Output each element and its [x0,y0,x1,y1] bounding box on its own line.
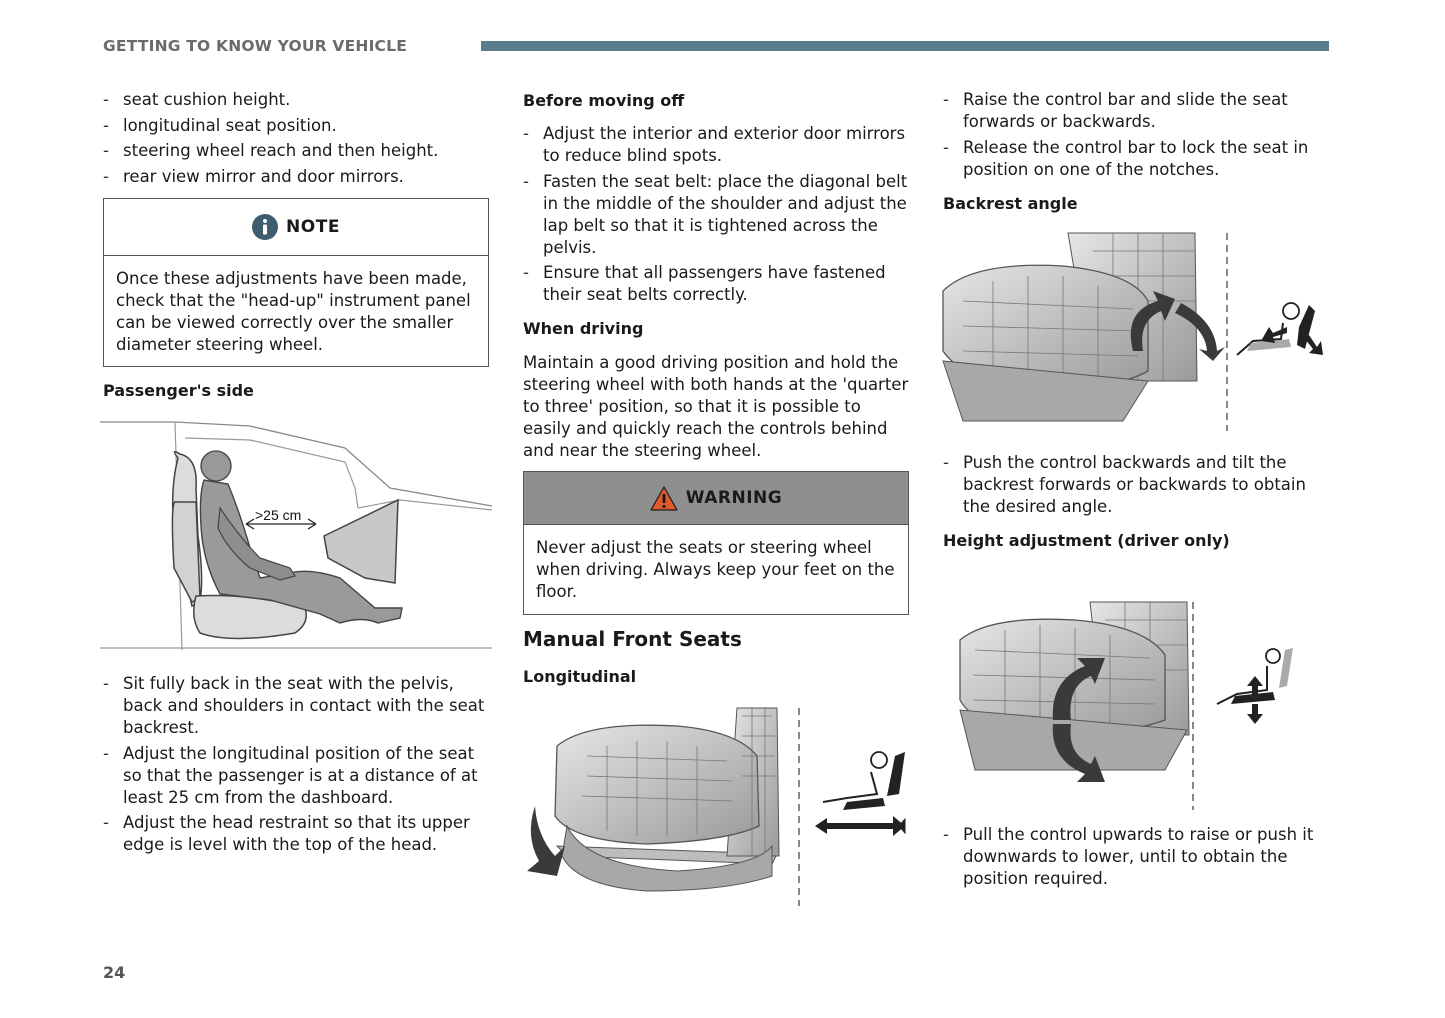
passenger-distance-illustration: >25 cm [100,421,493,651]
warning-box: WARNING Never adjust the seats or steeri… [523,471,909,615]
list-item: Raise the control bar and slide the seat… [943,89,1333,133]
list-item: longitudinal seat position. [103,115,489,137]
before-moving-off-list: Adjust the interior and exterior door mi… [523,123,909,310]
backrest-instructions-list: Push the control backwards and tilt the … [943,452,1333,522]
backrest-angle-heading: Backrest angle [943,194,1078,213]
list-item: Adjust the interior and exterior door mi… [523,123,909,167]
backrest-angle-illustration [942,232,1323,431]
list-item: Fasten the seat belt: place the diagonal… [523,171,909,259]
warning-title: WARNING [685,488,783,508]
when-driving-heading: When driving [523,319,644,338]
warning-header: WARNING [524,472,908,525]
page-number: 24 [103,963,126,982]
height-adjustment-heading: Height adjustment (driver only) [943,531,1230,550]
height-adjustment-illustration [959,601,1293,810]
note-header: NOTE [104,199,488,256]
when-driving-text: Maintain a good driving position and hol… [523,353,909,460]
warning-triangle-icon [650,485,678,511]
list-item: Release the control bar to lock the seat… [943,137,1333,181]
note-box: NOTE Once these adjustments have been ma… [103,198,489,367]
warning-text: Never adjust the seats or steering wheel… [536,538,895,601]
longitudinal-heading: Longitudinal [523,667,637,686]
longitudinal-seat-illustration [527,707,906,906]
list-item: Pull the control upwards to raise or pus… [943,824,1333,890]
adjustment-list: seat cushion height. longitudinal seat p… [103,89,489,191]
section-title: GETTING TO KNOW YOUR VEHICLE [103,37,407,55]
list-item: Adjust the head restraint so that its up… [103,812,489,856]
longitudinal-instructions-list: Raise the control bar and slide the seat… [943,89,1333,184]
manual-front-seats-heading: Manual Front Seats [523,627,742,651]
list-item: Sit fully back in the seat with the pelv… [103,673,489,739]
height-instructions-list: Pull the control upwards to raise or pus… [943,824,1333,894]
note-text: Once these adjustments have been made, c… [116,269,471,354]
list-item: steering wheel reach and then height. [103,140,489,162]
list-item: Adjust the longitudinal position of the … [103,743,489,809]
list-item: seat cushion height. [103,89,489,111]
info-icon [252,214,279,240]
list-item: rear view mirror and door mirrors. [103,166,489,188]
before-moving-off-heading: Before moving off [523,91,685,110]
passenger-instructions-list: Sit fully back in the seat with the pelv… [103,673,489,860]
list-item: Ensure that all passengers have fastened… [523,262,909,306]
distance-label: >25 cm [255,507,301,523]
note-title: NOTE [286,217,340,237]
list-item: Push the control backwards and tilt the … [943,452,1333,518]
header-accent-bar [481,41,1329,51]
passenger-side-heading: Passenger's side [103,381,254,400]
